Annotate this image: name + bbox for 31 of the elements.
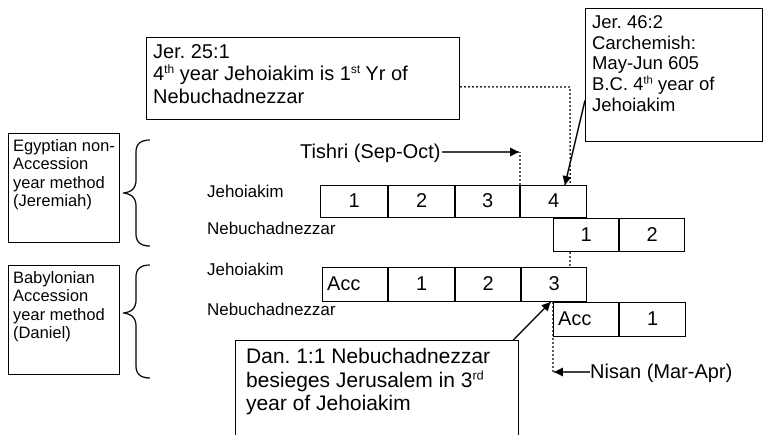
year-cell: 2	[619, 218, 685, 252]
dotted-connector	[460, 86, 571, 185]
note-box: Jer. 46:2 Carchemish: May-Jun 605 B.C. 4$^{th}$ year of Jehoiakim	[585, 8, 763, 142]
arrow	[512, 301, 552, 341]
arrow	[562, 100, 586, 186]
dotted-connector	[569, 252, 571, 268]
row-label: Nebuchadnezzar	[207, 219, 336, 239]
note-box: Egyptian non-Accession year method (Jeremiah)	[8, 133, 120, 243]
dotted-connector	[552, 302, 554, 372]
year-cell: 1	[553, 218, 619, 252]
row-label: Jehoiakim	[207, 260, 284, 280]
month-label: Nisan (Mar-Apr)	[590, 361, 730, 383]
year-cell: 1	[320, 185, 388, 218]
row-label: Nebuchadnezzar	[207, 300, 336, 320]
arrow	[442, 148, 519, 156]
year-cell: 3	[455, 185, 520, 218]
note-box: Jer. 25:1 4$^{th}$ year Jehoiakim is 1$^{st}$ Yr of Nebuchadnezzar	[146, 37, 460, 120]
year-cell: 4	[520, 185, 587, 218]
year-cell: Acc	[553, 302, 619, 337]
year-cell: 2	[455, 267, 521, 302]
note-box: Dan. 1:1 Nebuchadnezzar besieges Jerusalem in 3$^{rd}$ year of Jehoiakim	[235, 340, 519, 435]
year-cell: 2	[388, 185, 455, 218]
dotted-connector	[519, 152, 521, 185]
year-cell: 1	[388, 267, 455, 302]
year-cell: Acc	[322, 267, 388, 302]
year-cell: 1	[619, 302, 686, 337]
year-cell: 3	[521, 267, 587, 302]
note-box: Babylonian Accession year method (Daniel)	[8, 265, 120, 375]
month-label: Tishri (Sep-Oct)	[300, 141, 442, 163]
row-label: Jehoiakim	[207, 182, 284, 202]
arrow	[554, 368, 590, 376]
